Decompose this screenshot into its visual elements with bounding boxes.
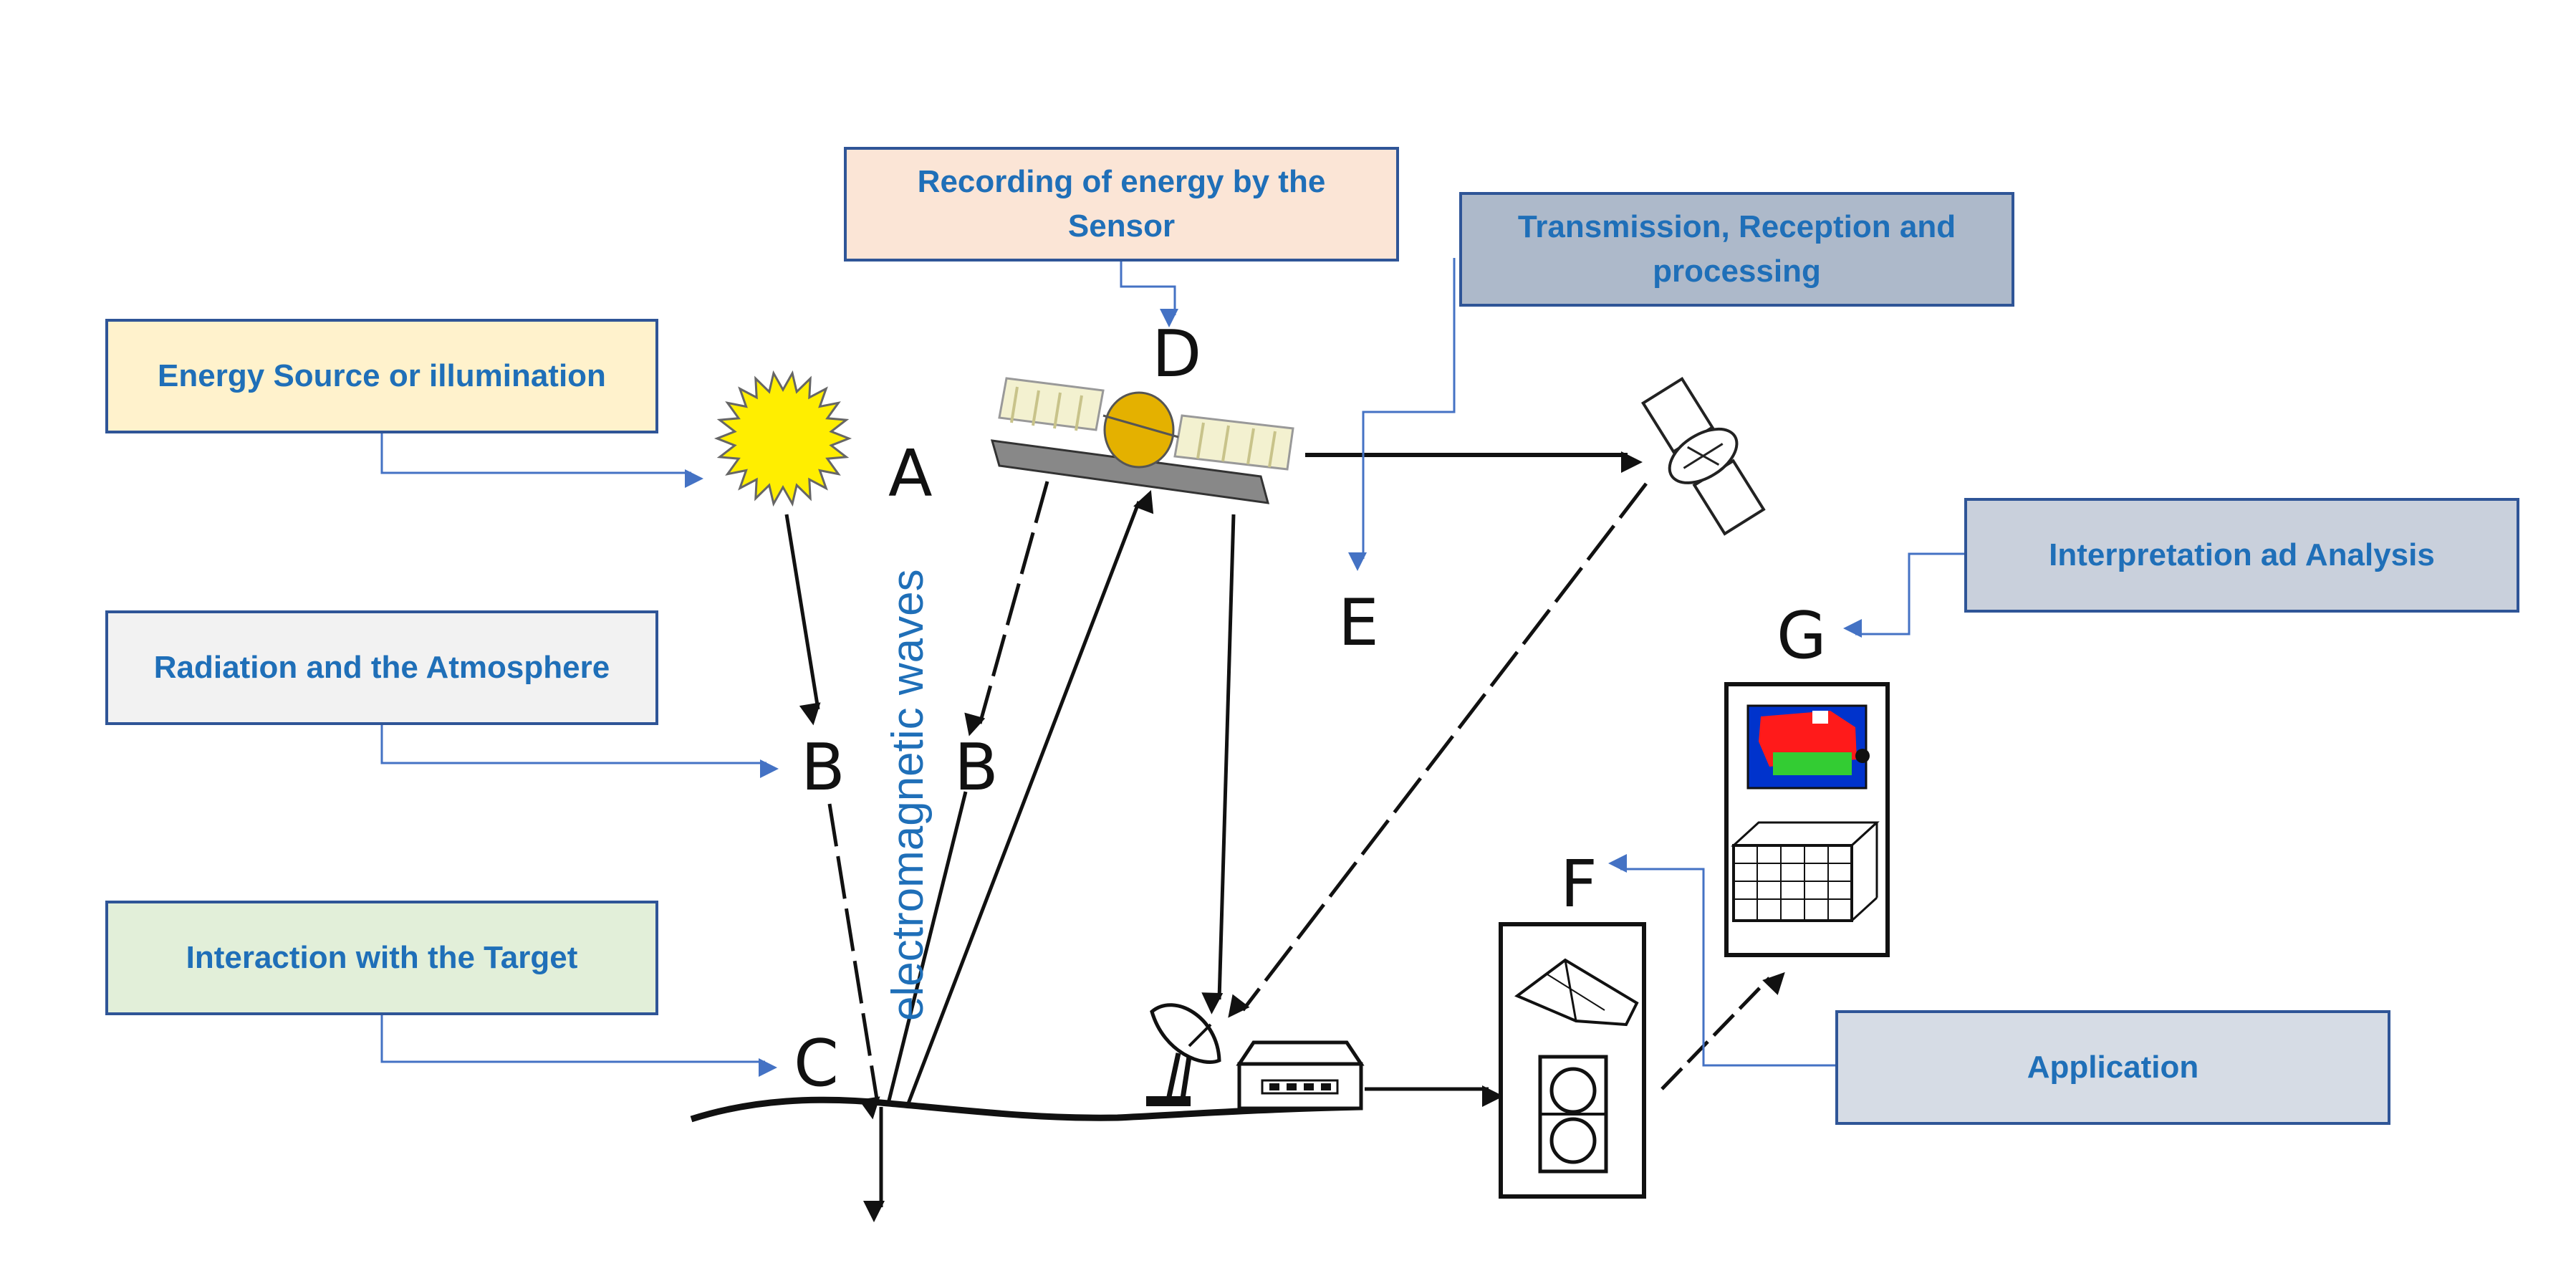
display-computer-icon — [1724, 682, 1890, 957]
satellite-icon — [990, 377, 1294, 504]
connector-transmission — [1348, 258, 1456, 571]
label-interaction: Interaction with the Target — [105, 901, 658, 1015]
letter-g: G — [1777, 598, 1827, 673]
ground-station-icon — [1236, 1040, 1365, 1111]
ray-sun-to-b — [784, 514, 821, 726]
relay-satellite-icon — [1640, 376, 1766, 536]
ground-line — [690, 1096, 1362, 1123]
ray-relay-to-antenna — [1228, 482, 1648, 1018]
processing-computer-icon — [1499, 922, 1646, 1199]
ray-sensor-to-antenna — [1201, 514, 1236, 1015]
label-recording: Recording of energy by the Sensor — [844, 147, 1399, 262]
letter-a: A — [888, 436, 933, 512]
label-interpretation: Interpretation ad Analysis — [1964, 498, 2519, 613]
connector-radiation — [380, 719, 779, 778]
letter-f: F — [1560, 847, 1597, 922]
label-transmission: Transmission, Reception and processing — [1459, 192, 2014, 307]
connector-recording — [1120, 262, 1178, 327]
label-application: Application — [1835, 1010, 2390, 1125]
letter-e: E — [1338, 585, 1379, 661]
ray-ground-to-sensor — [906, 489, 1154, 1104]
ray-processing-to-display — [1661, 972, 1785, 1090]
connector-energy-source — [380, 430, 703, 488]
letter-b-left: B — [801, 730, 845, 805]
sun-icon — [713, 370, 852, 507]
connector-application — [1608, 854, 1835, 1067]
letter-c: C — [794, 1026, 839, 1101]
letter-d: D — [1152, 317, 1201, 392]
label-radiation: Radiation and the Atmosphere — [105, 610, 658, 725]
ray-sensor-to-b — [964, 481, 1049, 737]
letter-b-right: B — [954, 730, 999, 805]
wave-label: electromagnetic waves — [883, 569, 933, 1021]
label-energy-source: Energy Source or illumination — [105, 319, 658, 433]
ray-b-to-ground — [886, 791, 968, 1104]
connector-interpretation — [1843, 552, 1964, 638]
connector-interaction — [380, 1010, 777, 1077]
antenna-dish-icon — [1146, 1003, 1221, 1106]
ray-b-to-c — [827, 803, 880, 1120]
